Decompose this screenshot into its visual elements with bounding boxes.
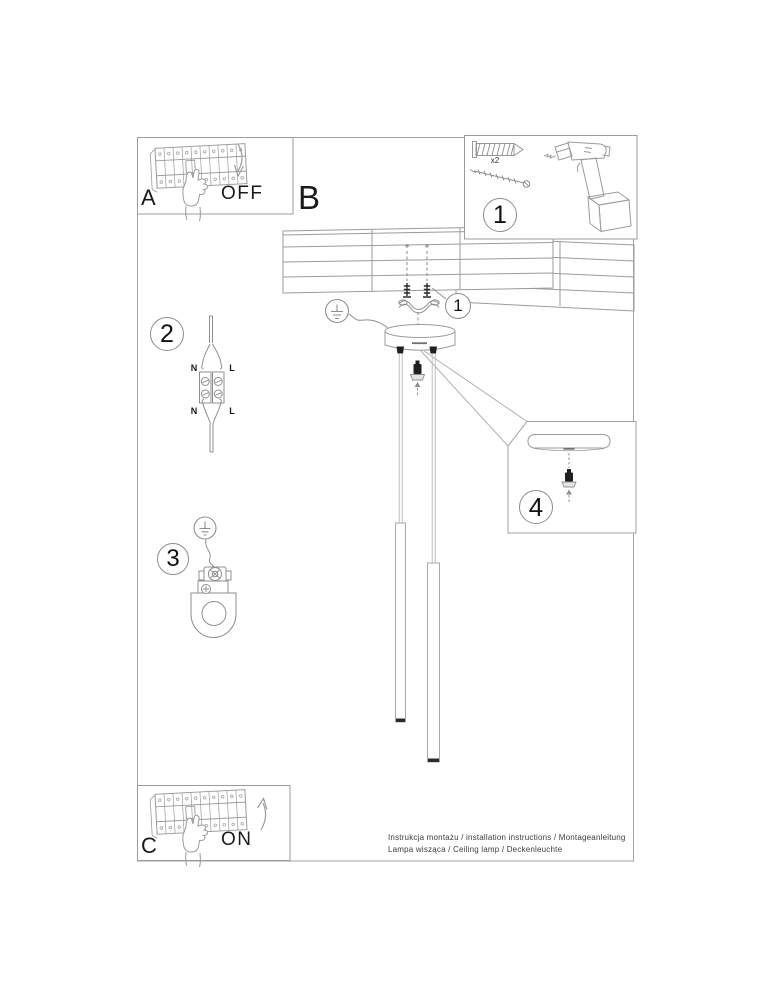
screws-into-ceiling	[403, 244, 431, 326]
detail-leader-lines	[420, 350, 528, 447]
cord-gland-icon	[429, 346, 437, 354]
canopy-icon	[384, 324, 456, 354]
step-4-badge: 4	[519, 490, 553, 524]
cord-gland-icon	[396, 346, 404, 354]
suspension-cords	[398, 354, 436, 563]
step-3-badge: 3	[157, 543, 189, 575]
footer-title-line: Instrukcja montażu / installation instru…	[388, 833, 626, 842]
footer-product-line: Lampa wisząca / Ceiling lamp / Deckenleu…	[388, 845, 563, 854]
pendant-tube-icon	[395, 522, 440, 763]
panel-c	[137, 785, 291, 868]
on-label: ON	[221, 829, 253, 850]
cord-stopper-icon	[561, 469, 577, 503]
panel-c-label: C	[141, 833, 157, 858]
panel-a	[137, 137, 294, 222]
earth-connection-icon	[190, 516, 237, 638]
anchor-count-label: x2	[490, 156, 500, 165]
terminal-l-top-label: L	[229, 363, 235, 373]
step-1-badge: 1	[483, 198, 517, 232]
bracket-plate-icon	[190, 580, 237, 638]
screw-icon	[403, 283, 431, 298]
callout-leader-line	[431, 287, 447, 300]
arrow-down-icon	[233, 143, 245, 178]
ceiling-icon	[282, 225, 635, 312]
off-label: OFF	[221, 183, 264, 204]
terminal-block-icon	[199, 315, 225, 453]
canopy-underside-icon	[527, 434, 611, 452]
arrow-up-icon	[256, 797, 268, 831]
step-2-badge: 2	[150, 317, 184, 351]
terminal-l-bottom-label: L	[229, 406, 235, 416]
wall-anchor-icon	[472, 141, 524, 158]
step-1-callout-badge: 1	[445, 293, 471, 319]
terminal-n-top-label: N	[190, 363, 198, 373]
screw-icon	[469, 169, 531, 188]
drill-icon	[543, 141, 632, 233]
ground-symbol-icon	[324, 298, 390, 330]
cord-stopper-icon	[409, 360, 426, 397]
section-b-label: B	[298, 179, 321, 216]
terminal-n-bottom-label: N	[190, 406, 198, 416]
panel-a-label: A	[141, 185, 156, 210]
mounting-bracket-icon	[398, 299, 440, 314]
